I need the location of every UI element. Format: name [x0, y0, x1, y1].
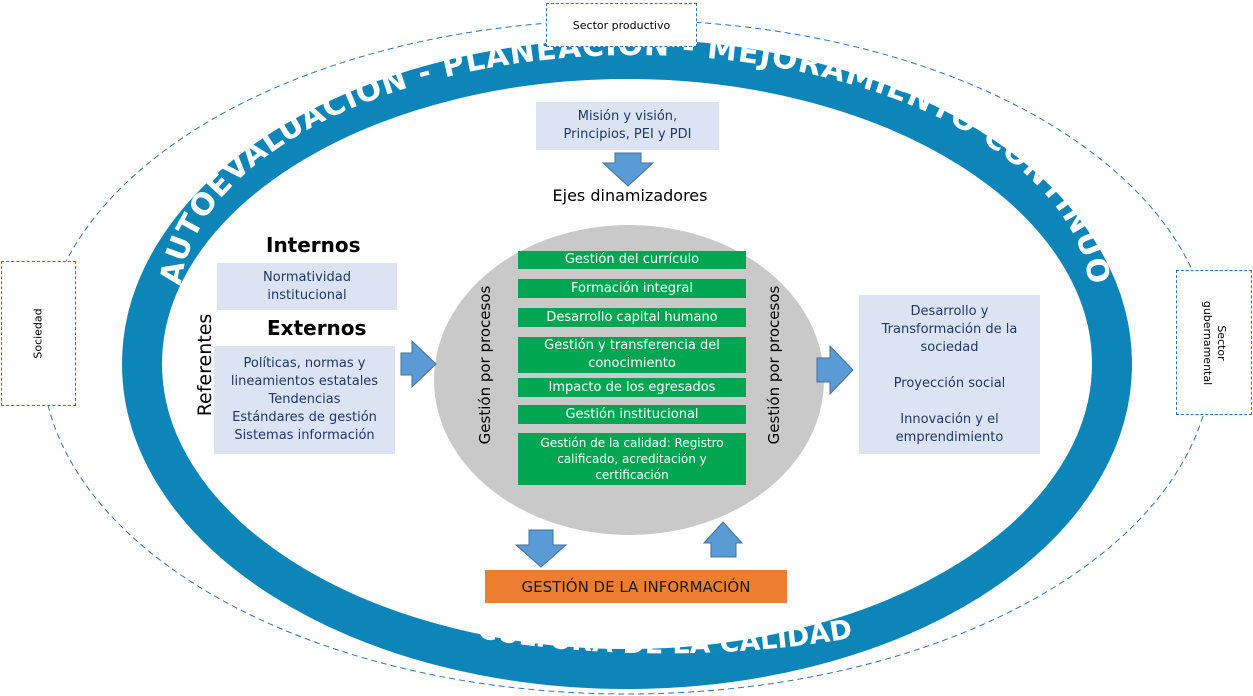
eje-gestion-calidad: Gestión de la calidad: Registro califica… — [518, 433, 746, 485]
arrow-right-resultados — [816, 344, 854, 396]
internos-box: Normatividad institucional — [217, 263, 397, 310]
mision-text: Misión y visión, Principios, PEI y PDI — [563, 109, 692, 142]
arrow-up-informacion — [702, 521, 744, 558]
gestion-procesos-right: Gestión por procesos — [765, 285, 783, 445]
externos-title: Externos — [267, 316, 367, 340]
resultado-innovacion: Innovación y el emprendimiento — [895, 411, 1004, 445]
internos-text: Normatividad institucional — [263, 269, 351, 303]
sociedad-box: Sociedad — [1, 261, 76, 406]
arrow-right-referentes — [400, 339, 437, 389]
mision-box: Misión y visión, Principios, PEI y PDI — [536, 102, 719, 150]
eje-impacto-egresados: Impacto de los egresados — [518, 378, 746, 397]
blue-ring — [122, 39, 1132, 689]
eje-formacion-integral: Formación integral — [518, 279, 746, 298]
sector-productivo-label: Sector productivo — [572, 18, 671, 32]
resultado-desarrollo: Desarrollo y Transformación de la socied… — [881, 303, 1018, 355]
eje-desarrollo-capital-humano: Desarrollo capital humano — [518, 308, 746, 327]
gestion-informacion-label: GESTIÓN DE LA INFORMACIÓN — [521, 577, 751, 596]
resultados-box: Desarrollo y Transformación de la socied… — [859, 295, 1040, 454]
externos-line-2: lineamientos estatales — [230, 374, 379, 389]
externos-box: Políticas, normas y lineamientos estatal… — [214, 346, 395, 454]
externos-line-5: Sistemas información — [234, 428, 375, 443]
sector-gubernamental-label: Sector gubernamental — [1201, 300, 1228, 385]
externos-line-4: Estándares de gestión — [232, 410, 377, 425]
gestion-procesos-left: Gestión por procesos — [476, 285, 494, 445]
externos-line-3: Tendencias — [268, 392, 341, 407]
resultado-proyeccion: Proyección social — [893, 375, 1006, 391]
gestion-informacion-box: GESTIÓN DE LA INFORMACIÓN — [485, 570, 787, 603]
sector-gubernamental-box: Sector gubernamental — [1176, 270, 1252, 415]
internos-title: Internos — [266, 233, 361, 257]
ejes-title: Ejes dinamizadores — [552, 186, 708, 205]
eje-gestion-institucional: Gestión institucional — [518, 405, 746, 424]
externos-line-1: Políticas, normas y — [243, 356, 366, 371]
arrow-down-mision — [601, 152, 655, 187]
arrow-down-informacion — [514, 529, 568, 568]
referentes-label: Referentes — [194, 313, 216, 417]
sector-productivo-box: Sector productivo — [546, 3, 697, 47]
eje-gestion-conocimiento: Gestión y transferencia del conocimiento — [518, 337, 746, 373]
eje-gestion-curriculo: Gestión del currículo — [518, 251, 746, 269]
sociedad-label: Sociedad — [31, 308, 45, 359]
